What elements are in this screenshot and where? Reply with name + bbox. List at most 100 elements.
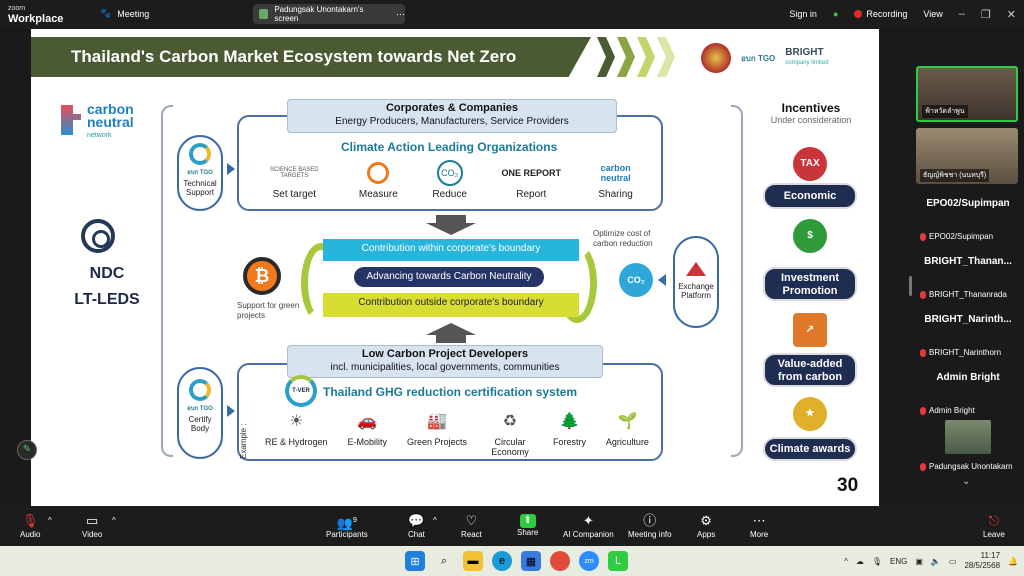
chrome-icon[interactable] <box>550 551 570 571</box>
language-indicator[interactable]: ENG <box>890 556 908 566</box>
brand-line1: zoom <box>8 5 26 12</box>
corporates-subtitle: Energy Producers, Manufacturers, Service… <box>335 116 569 127</box>
more-button[interactable]: ⋯More <box>750 512 768 539</box>
audio-options-chevron-icon[interactable]: ^ <box>48 516 52 525</box>
video-options-chevron-icon[interactable]: ^ <box>112 516 116 525</box>
share-button[interactable]: ⬆Share <box>517 512 538 537</box>
tgo-side-logo: อบก TGO <box>187 170 213 176</box>
sign-in-link[interactable]: Sign in <box>789 9 817 19</box>
apps-icon: ⚙ <box>700 513 712 528</box>
tgo-icon <box>189 143 211 165</box>
people-icon: 👥9 <box>336 515 357 531</box>
windows-start-icon[interactable]: ⊞ <box>405 551 425 571</box>
set-exchange-icon <box>686 262 706 276</box>
restore-icon[interactable]: ❐ <box>980 8 991 21</box>
shield-icon[interactable]: ● <box>832 9 839 19</box>
chat-button[interactable]: 💬Chat <box>408 512 425 539</box>
tgo-icon <box>189 379 211 401</box>
store-icon[interactable]: ▦ <box>521 551 541 571</box>
audio-button[interactable]: 🎙Audio <box>20 512 40 539</box>
chevron-down-icon[interactable]: ⌄ <box>962 476 971 487</box>
brand-line2: Workplace <box>8 13 64 25</box>
leave-button[interactable]: ⎋Leave <box>983 512 1005 539</box>
developers-subtitle: incl. municipalities, local governments,… <box>330 362 560 373</box>
ghg-heading: Thailand GHG reduction certification sys… <box>323 385 578 399</box>
video-tile-speaker[interactable]: ธัญญ์พิชชา (นนทบุรี) <box>916 128 1018 184</box>
sharing-label: Sharing <box>598 189 633 200</box>
cn-mark-icon <box>61 105 81 135</box>
recording-indicator[interactable]: Recording <box>854 9 907 19</box>
minimize-icon[interactable]: – <box>958 8 965 20</box>
meeting-tab[interactable]: 🐾 Meeting <box>100 8 149 19</box>
apps-button[interactable]: ⚙Apps <box>697 512 715 539</box>
edge-icon[interactable]: e <box>492 551 512 571</box>
ev-car-icon: 🚗 <box>357 413 378 430</box>
line-app-icon[interactable]: L <box>608 551 628 571</box>
economic-badge: Economic <box>763 183 857 209</box>
video-label: Video <box>82 530 103 539</box>
ltleds-text: LT-LEDS <box>74 291 140 308</box>
page-number: 30 <box>837 475 859 496</box>
participant-tile[interactable]: EPO02/Supimpan EPO02/Supimpan <box>916 190 1020 245</box>
corporates-header: Corporates & Companies Energy Producers,… <box>287 99 617 133</box>
exchange-label2: Platform <box>681 291 711 300</box>
mic-muted-icon: 🎙 <box>21 513 39 528</box>
investment-icon: $ <box>793 219 827 253</box>
participant-tile[interactable]: BRIGHT_Thanan... BRIGHT_Thananrada <box>916 248 1020 303</box>
video-button[interactable]: ▭Video <box>82 512 102 539</box>
taskbar-apps: ⊞ ⌕ ▬ e ▦ zm L <box>405 551 637 571</box>
view-button[interactable]: View <box>923 9 943 19</box>
bright-name: BRIGHT <box>785 47 824 58</box>
participant-gallery: ฟ้าหวัดลำพูน ธัญญ์พิชชา (นนทบุรี) EPO02/… <box>916 66 1020 492</box>
network-icon[interactable]: ▣ <box>915 556 923 566</box>
right-cycle-arrow-icon <box>557 243 597 323</box>
agriculture-item: 🌱Agriculture <box>606 405 649 457</box>
tver-logo: T-VER <box>285 375 317 407</box>
cloud-icon[interactable]: ☁ <box>855 556 864 566</box>
cn-line1: carbon <box>87 101 134 117</box>
example-label: Example : <box>239 423 248 459</box>
value-added-badge: Value-added from carbon <box>763 353 857 387</box>
ai-companion-button[interactable]: ✦AI Companion <box>563 512 614 539</box>
gallery-resize-handle[interactable] <box>909 276 912 296</box>
bitcoin-icon: ₿ <box>243 257 281 295</box>
emobility-item: 🚗E-Mobility <box>347 405 387 457</box>
chat-label: Chat <box>408 530 425 539</box>
mic-tray-icon[interactable]: 🎙 <box>871 556 882 566</box>
optimize-note: Optimize cost of carbon reduction <box>593 229 653 248</box>
participants-count: 9 <box>353 517 357 524</box>
more-icon[interactable]: ⋯ <box>396 8 405 19</box>
measure-label: Measure <box>358 189 398 200</box>
participant-tile[interactable]: BRIGHT_Narinth... BRIGHT_Narinthorn <box>916 306 1020 361</box>
mic-muted-icon <box>920 462 926 471</box>
annotate-pen-icon[interactable]: ✎ <box>17 440 37 460</box>
chevron-up-icon[interactable]: ^ <box>844 556 848 566</box>
notification-icon[interactable]: 🔔 <box>1008 556 1018 566</box>
chat-options-chevron-icon[interactable]: ^ <box>433 516 437 525</box>
green-projects-item: 🏭Green Projects <box>407 405 467 457</box>
react-button[interactable]: ♡React <box>461 512 482 539</box>
volume-icon[interactable]: 🔈 <box>930 556 941 566</box>
battery-icon[interactable]: ▭ <box>948 556 957 566</box>
participant-tile-video[interactable]: Padungsak Unontakarn <box>916 418 1020 473</box>
video-tile-meeting-room[interactable]: ฟ้าหวัดลำพูน <box>916 66 1018 122</box>
file-explorer-icon[interactable]: ▬ <box>463 551 483 571</box>
close-icon[interactable]: ✕ <box>1006 8 1016 21</box>
clock-time: 11:17 <box>980 551 1001 560</box>
search-icon[interactable]: ⌕ <box>440 554 448 567</box>
zoom-app-icon[interactable]: zm <box>579 551 599 571</box>
screen-share-tab[interactable]: Padungsak Unontakarn's screen ⋯ <box>253 4 405 24</box>
agriculture-label: Agriculture <box>605 437 649 447</box>
participant-tile[interactable]: Admin Bright Admin Bright <box>916 364 1020 419</box>
